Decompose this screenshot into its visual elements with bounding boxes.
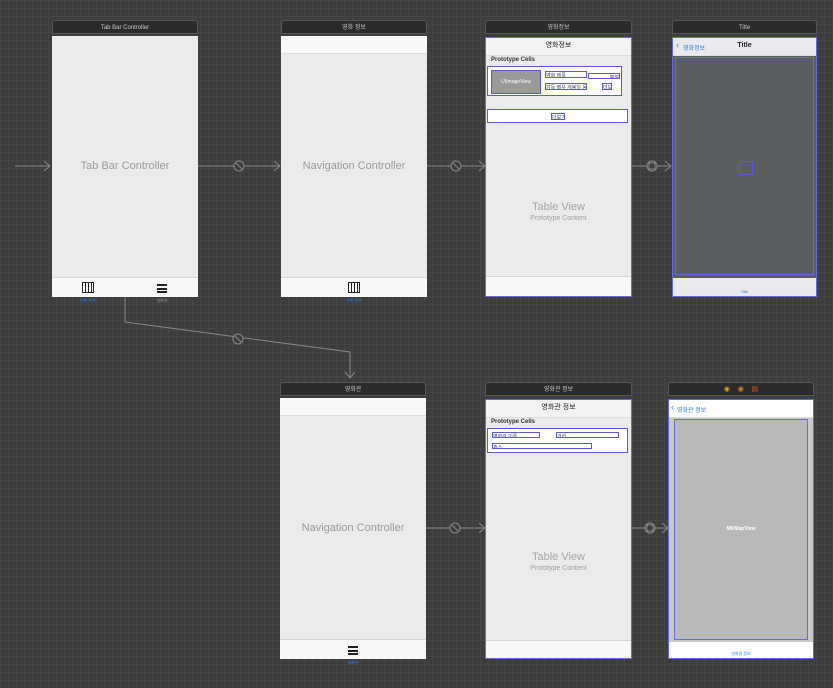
nav-title: 영화정보 [545, 42, 572, 49]
tab-bar [486, 276, 631, 296]
navigation-controller-scene-2[interactable]: 영화관 Navigation Controller 영화관 [280, 382, 426, 665]
footer-bar: 영화관 정보 [669, 642, 813, 658]
tab-label: 영화 목록 [80, 298, 96, 303]
scene-label: Tab Bar Controller [80, 160, 170, 172]
scene-title: 영화정보 [485, 20, 632, 34]
film-icon [82, 282, 94, 293]
distance-label: 거리 [556, 432, 619, 438]
table-view-label: Table View [532, 551, 585, 563]
scene-title: Tab Bar Controller [52, 20, 198, 34]
nav-bar [280, 398, 426, 416]
chevron-left-icon[interactable]: ‹ [671, 402, 674, 412]
nav-bar [281, 36, 427, 54]
tab-theater[interactable]: 영화관 [343, 642, 363, 665]
first-responder-icon: ◉ [737, 386, 744, 393]
cell-title-label: 영화 제목 [545, 71, 587, 78]
tab-theater[interactable]: 영화관 [152, 280, 172, 303]
map-scene[interactable]: ◉ ◉ ▤ ‹ 영화관 정보 MKMapView 영화관 정보 [668, 382, 814, 659]
scene-label: Navigation Controller [302, 160, 406, 172]
prototype-cell[interactable]: 영화관 이름 거리 주소 [487, 428, 628, 453]
cell-rating-label: 평점 [588, 73, 620, 79]
tab-movie-info[interactable]: 영화 정보 [344, 280, 364, 303]
section-header: Prototype Cells [491, 57, 536, 63]
scene-title: 영화관 [280, 382, 426, 396]
tab-bar [486, 640, 631, 658]
more-link[interactable]: 더보기 [551, 113, 565, 120]
film-icon [348, 282, 360, 293]
detail-scene[interactable]: Title ‹ 영화정보 Title Title [672, 20, 817, 297]
tab-label: 영화관 [156, 298, 168, 303]
map-view[interactable]: MKMapView [674, 419, 808, 640]
prototype-cell[interactable]: UIImageView 영화 제목 평점 감독 배우 개봉일 등급 더보기 [487, 66, 622, 96]
table-view-label: Table View [532, 201, 585, 213]
table-view-sublabel: Prototype Content [530, 565, 587, 572]
cell-more-button: 더보기 [602, 83, 612, 90]
tab-bar: 영화 정보 [281, 277, 427, 303]
section-header: Prototype Cells [491, 419, 536, 425]
nav-bar: 영화정보 [486, 38, 631, 56]
table-view-sublabel: Prototype Content [530, 215, 587, 222]
tab-label: 영화 정보 [346, 298, 362, 303]
tab-bar-controller-scene[interactable]: Tab Bar Controller Tab Bar Controller 영화… [52, 20, 198, 303]
tab-label: 영화관 [347, 660, 359, 665]
cell-sub-label: 감독 배우 개봉일 등급 [545, 83, 587, 90]
nav-bar: ‹ 영화정보 Title [673, 38, 816, 56]
map-view-label: MKMapView [726, 526, 756, 532]
scene-label: Navigation Controller [301, 522, 405, 534]
exit-icon: ▤ [751, 386, 759, 393]
tab-bar: 영화 목록 영화관 [52, 277, 198, 303]
image-placeholder-icon [739, 161, 753, 175]
list-icon [348, 646, 358, 655]
view-controller-icon: ◉ [723, 386, 731, 393]
scene-title-bar: ◉ ◉ ▤ [668, 382, 814, 396]
tab-bar: 영화관 [280, 639, 426, 665]
theater-table-scene[interactable]: 영화관 정보 영화관 정보 Prototype Cells 영화관 이름 거리 … [485, 382, 632, 659]
tab-movie-list[interactable]: 영화 목록 [78, 280, 98, 303]
back-button[interactable]: 영화정보 [683, 46, 706, 52]
chevron-left-icon[interactable]: ‹ [676, 40, 679, 50]
scene-title: 영화관 정보 [485, 382, 632, 396]
theater-name-label: 영화관 이름 [492, 432, 540, 438]
nav-bar: 영화관 정보 [486, 400, 631, 418]
content-view [675, 57, 814, 275]
nav-title: 영화관 정보 [541, 404, 576, 411]
movie-table-scene[interactable]: 영화정보 영화정보 Prototype Cells UIImageView 영화… [485, 20, 632, 297]
footer-cell[interactable]: 더보기 [487, 109, 628, 123]
list-icon [157, 284, 167, 293]
scene-title: Title [672, 20, 817, 34]
navigation-controller-scene-1[interactable]: 영화 정보 Navigation Controller 영화 정보 [281, 20, 427, 303]
footer-bar: Title [673, 278, 816, 296]
back-button[interactable]: 영화관 정보 [677, 408, 707, 414]
nav-title: Title [737, 42, 752, 49]
nav-bar: ‹ 영화관 정보 [669, 400, 813, 418]
image-view: UIImageView [491, 70, 541, 94]
scene-title: 영화 정보 [281, 20, 427, 34]
address-label: 주소 [492, 443, 592, 449]
